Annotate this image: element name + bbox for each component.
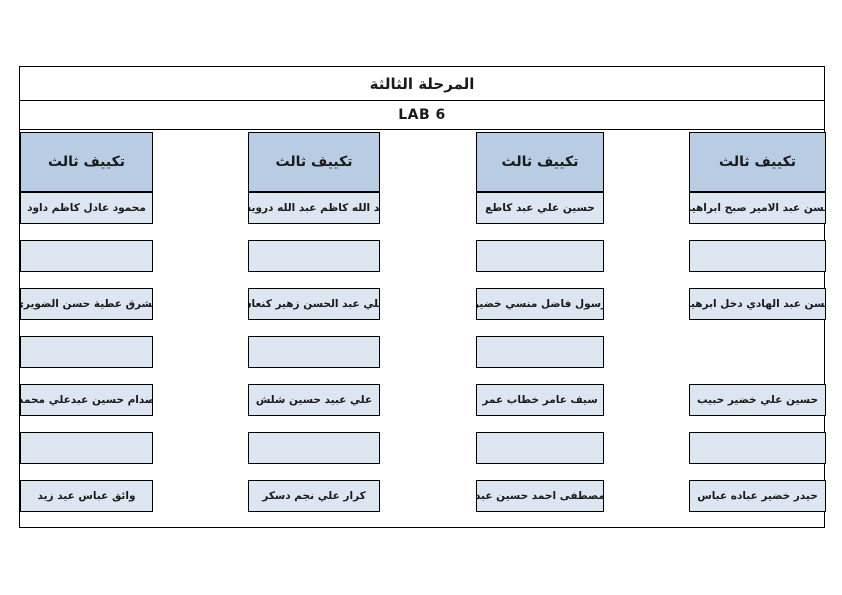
empty-cell [248,432,380,464]
empty-cell [20,240,153,272]
empty-cell [476,336,604,368]
seating-column-2: تكييف ثالثعبد الله كاظم عبد الله درويش عل… [248,130,380,529]
empty-cell [248,240,380,272]
empty-cell [248,336,380,368]
student-cell: حسن عبد الهادي دخل ابرهيم [689,288,826,320]
empty-cell [20,432,153,464]
student-cell: كرار علي نجم دسكر [248,480,380,512]
student-cell: حسين علي خضير حبيب [689,384,826,416]
student-cell: علي عبيد حسين شلش [248,384,380,416]
group-header: تكييف ثالث [20,132,153,192]
student-cell: مشرق عطية حسن الضويري [20,288,153,320]
student-cell: محمود عادل كاظم داود [20,192,153,224]
student-cell: سيف عامر خطاب عمر [476,384,604,416]
student-cell: وائق عباس عيد زيد [20,480,153,512]
empty-cell [689,240,826,272]
group-header: تكييف ثالث [689,132,826,192]
empty-cell [476,432,604,464]
stage-title: المرحلة الثالثة [20,67,824,101]
student-cell: مصطفى احمد حسين عبد [476,480,604,512]
student-cell: عبد الله كاظم عبد الله درويش [248,192,380,224]
group-header: تكييف ثالث [476,132,604,192]
student-cell: علي عبد الحسن زهير كنعان [248,288,380,320]
empty-cell [689,432,826,464]
empty-cell [20,336,153,368]
student-cell: حيدر خضير عباده عباس [689,480,826,512]
group-header: تكييف ثالث [248,132,380,192]
student-cell: حسين علي عبد كاطع [476,192,604,224]
student-cell: صدام حسين عبدعلي محمد [20,384,153,416]
student-cell: حسن عبد الامير صبح ابراهيم [689,192,826,224]
student-cell: رسول فاضل منسي خضير [476,288,604,320]
lab-title: LAB 6 [20,101,824,130]
empty-cell [476,240,604,272]
